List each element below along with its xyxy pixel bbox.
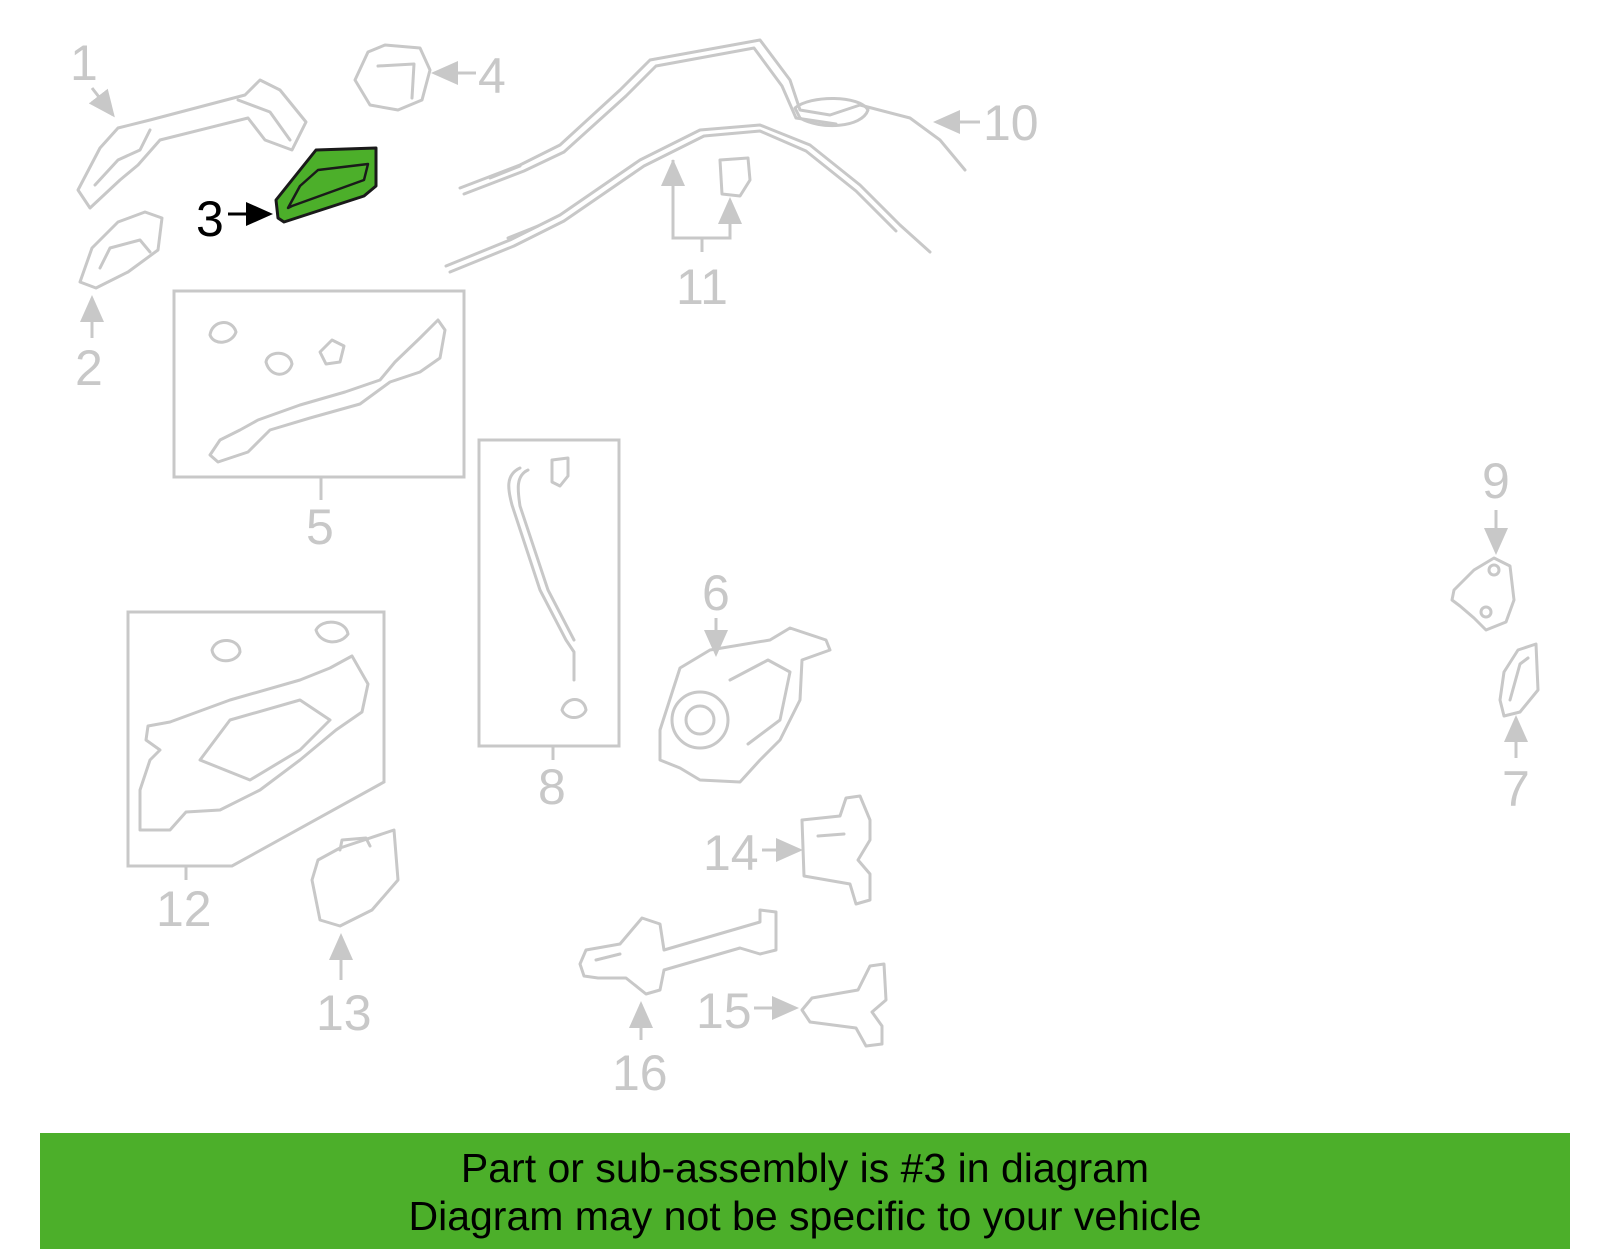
box-5: [172, 289, 466, 479]
callout-3: 3: [196, 191, 224, 247]
callout-7: 7: [1502, 761, 1530, 817]
part-9-striker[interactable]: [1450, 556, 1516, 632]
leader-1: [88, 87, 115, 118]
box-8: [477, 438, 621, 748]
box-12: [126, 610, 386, 868]
part-7-striker-cover[interactable]: [1498, 642, 1540, 718]
part-5-handle-frame[interactable]: [208, 318, 447, 464]
callout-12: 12: [156, 881, 212, 937]
info-banner: Part or sub-assembly is #3 in diagram Di…: [40, 1133, 1570, 1249]
part-14-bracket[interactable]: [800, 794, 872, 906]
part-3-highlighted[interactable]: [274, 146, 378, 224]
part-10-cable[interactable]: [458, 38, 967, 196]
banner-line-2: Diagram may not be specific to your vehi…: [408, 1193, 1202, 1239]
part-15-bracket[interactable]: [800, 962, 888, 1048]
callout-11: 11: [676, 259, 728, 315]
callout-6: 6: [702, 565, 730, 621]
callout-1: 1: [70, 35, 98, 91]
callout-15: 15: [696, 983, 752, 1039]
callout-9: 9: [1482, 453, 1510, 509]
part-11-cable[interactable]: [444, 123, 932, 274]
callout-13: 13: [316, 985, 372, 1041]
part-3-body[interactable]: [274, 146, 378, 224]
callout-5: 5: [306, 499, 334, 555]
callout-4: 4: [478, 48, 506, 104]
part-6-latch[interactable]: [658, 626, 832, 784]
part-4[interactable]: [353, 43, 432, 112]
part-13-cover[interactable]: [310, 828, 400, 928]
callout-16: 16: [612, 1045, 668, 1101]
part-8-rod[interactable]: [507, 456, 588, 719]
callout-10: 10: [983, 95, 1039, 151]
banner-line-1: Part or sub-assembly is #3 in diagram: [460, 1145, 1150, 1191]
callout-2: 2: [75, 340, 103, 396]
part-12-inner-handle[interactable]: [138, 620, 370, 832]
part-1-outer-handle[interactable]: [76, 78, 308, 210]
callout-8: 8: [538, 759, 566, 815]
callout-14: 14: [703, 825, 759, 881]
part-2-handle-cover[interactable]: [78, 210, 164, 290]
part-16-door-check[interactable]: [578, 908, 778, 996]
